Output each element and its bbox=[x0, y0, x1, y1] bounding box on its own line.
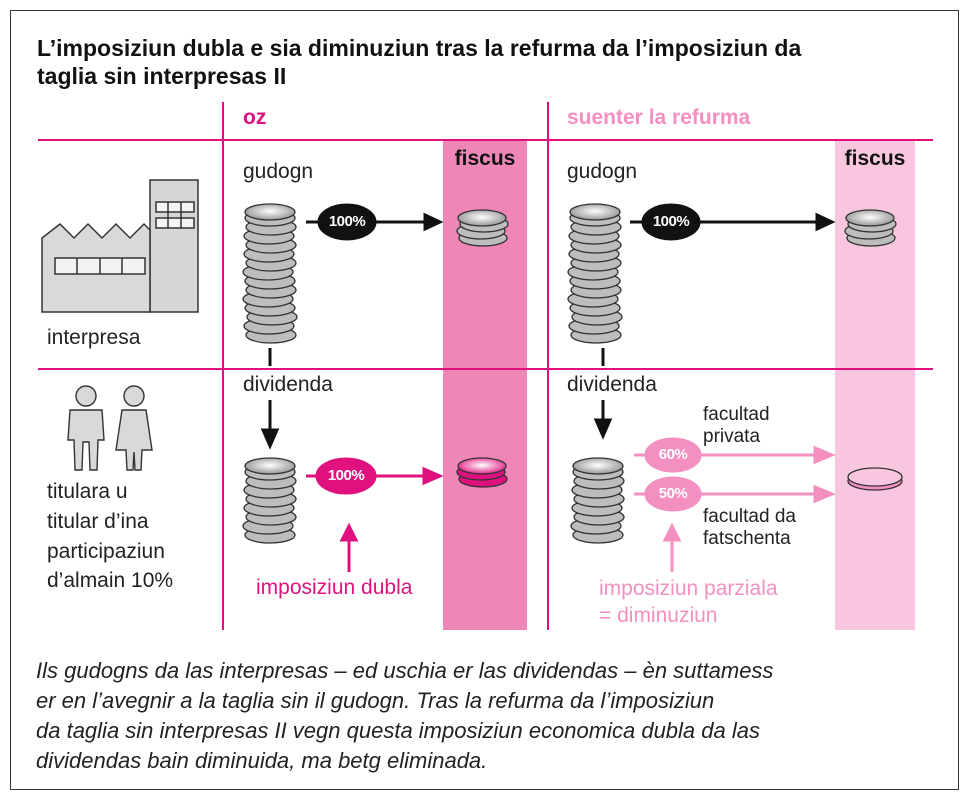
row-label-holder: titulara u titular d’ina participaziun d… bbox=[47, 477, 173, 596]
note-private-line-2: privata bbox=[703, 426, 761, 448]
holder-line-2: titular d’ina bbox=[47, 509, 149, 533]
partial-line-1: imposiziun parziala bbox=[599, 577, 778, 600]
title-line-2: taglia sin interpresas II bbox=[37, 63, 287, 90]
fiscus-label-after: fiscus bbox=[844, 147, 906, 170]
profit-arrows-before bbox=[306, 203, 444, 241]
fiscus-coins-before-profit bbox=[456, 209, 509, 247]
row-label-company: interpresa bbox=[47, 326, 141, 349]
caption-line-2: er en l’avegnir a la taglia sin il gudog… bbox=[36, 688, 715, 714]
label-partial-taxation: imposiziun parziala = diminuziun bbox=[599, 576, 778, 629]
note-business-assets: facultad da fatschenta bbox=[703, 506, 796, 551]
profit-label-after: gudogn bbox=[567, 160, 638, 183]
caption-line-3: da taglia sin interpresas II vegn questa… bbox=[36, 718, 760, 744]
coin-stack-after-dividend bbox=[570, 457, 625, 544]
down-arrows bbox=[260, 348, 613, 450]
title-line-1: L’imposiziun dubla e sia diminuziun tras… bbox=[37, 35, 802, 61]
partial-line-2: = diminuziun bbox=[599, 603, 718, 627]
pill-business: 50% bbox=[658, 485, 688, 502]
profit-arrows-after bbox=[630, 203, 836, 241]
caption-line-1: Ils gudogns da las interpresas – ed usch… bbox=[36, 658, 774, 683]
label-double-taxation: imposiziun dubla bbox=[256, 576, 413, 599]
coin-stack-after-profit bbox=[567, 203, 623, 344]
figure-caption: Ils gudogns da las interpresas – ed usch… bbox=[36, 656, 946, 777]
holder-line-1: titulara u bbox=[47, 480, 128, 503]
pill-private: 60% bbox=[658, 446, 688, 463]
holder-line-4: d’almain 10% bbox=[47, 569, 174, 593]
note-business-line-2: fatschenta bbox=[703, 528, 791, 550]
pill-profit-before: 100% bbox=[328, 213, 366, 230]
fiscus-label-before: fiscus bbox=[454, 147, 516, 170]
pill-profit-after: 100% bbox=[652, 213, 690, 230]
note-business-line-1: facultad da bbox=[703, 506, 796, 527]
dividend-arrows-after bbox=[634, 437, 836, 572]
people-icon bbox=[67, 385, 153, 471]
column-header-before: oz bbox=[243, 106, 267, 129]
figure-title: L’imposiziun dubla e sia diminuziun tras… bbox=[37, 34, 937, 90]
caption-line-4: dividendas bain diminuida, ma betg elimi… bbox=[36, 748, 488, 774]
fiscus-coin-after-dividend bbox=[847, 467, 903, 491]
holder-line-3: participaziun bbox=[47, 539, 165, 563]
pill-dividend-before: 100% bbox=[327, 467, 365, 484]
factory-icon bbox=[41, 179, 199, 313]
coin-stack-before-profit bbox=[242, 203, 298, 344]
fiscus-coins-before-dividend bbox=[456, 457, 508, 488]
note-private-line-1: facultad bbox=[703, 404, 770, 425]
dividend-arrow-before bbox=[306, 457, 444, 572]
dividend-label-before: dividenda bbox=[243, 373, 333, 396]
note-private-assets: facultad privata bbox=[703, 404, 770, 449]
column-header-after: suenter la refurma bbox=[567, 106, 751, 129]
profit-label-before: gudogn bbox=[243, 160, 314, 183]
fiscus-coins-after-profit bbox=[844, 209, 897, 247]
coin-stack-before-dividend bbox=[242, 457, 297, 544]
dividend-label-after: dividenda bbox=[567, 373, 657, 396]
